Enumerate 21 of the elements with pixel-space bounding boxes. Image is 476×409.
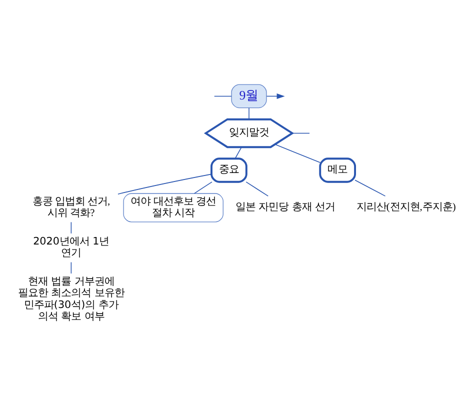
connector [70, 261, 72, 274]
node-box: 9월 [231, 84, 267, 108]
connector [70, 221, 72, 234]
connector [194, 181, 212, 194]
connector [234, 146, 242, 158]
connector [274, 144, 320, 162]
node-text: 2020년에서 1년 연기 [33, 234, 110, 259]
connector [354, 179, 386, 196]
connector [214, 95, 232, 96]
node-box: 메모 [319, 157, 356, 182]
connector [248, 107, 250, 120]
connector [118, 173, 212, 194]
node-box: 중요 [210, 157, 248, 182]
node-text: 일본 자민당 총재 선거 [235, 200, 336, 213]
node-text: 지리산(전지현,주지훈) [356, 202, 456, 213]
arrow [266, 92, 285, 99]
node-text: 홍콩 입법회 선거, 시위 격화? [32, 196, 110, 219]
node-text: 현재 법률 거부권에 필요한 최소의석 보유한 민주파(30석)의 추가 의석 확보 여부 [18, 275, 124, 322]
connector [292, 132, 310, 134]
node-box: 여야 대선후보 경선 절차 시작 [123, 192, 224, 222]
connector [246, 181, 269, 196]
